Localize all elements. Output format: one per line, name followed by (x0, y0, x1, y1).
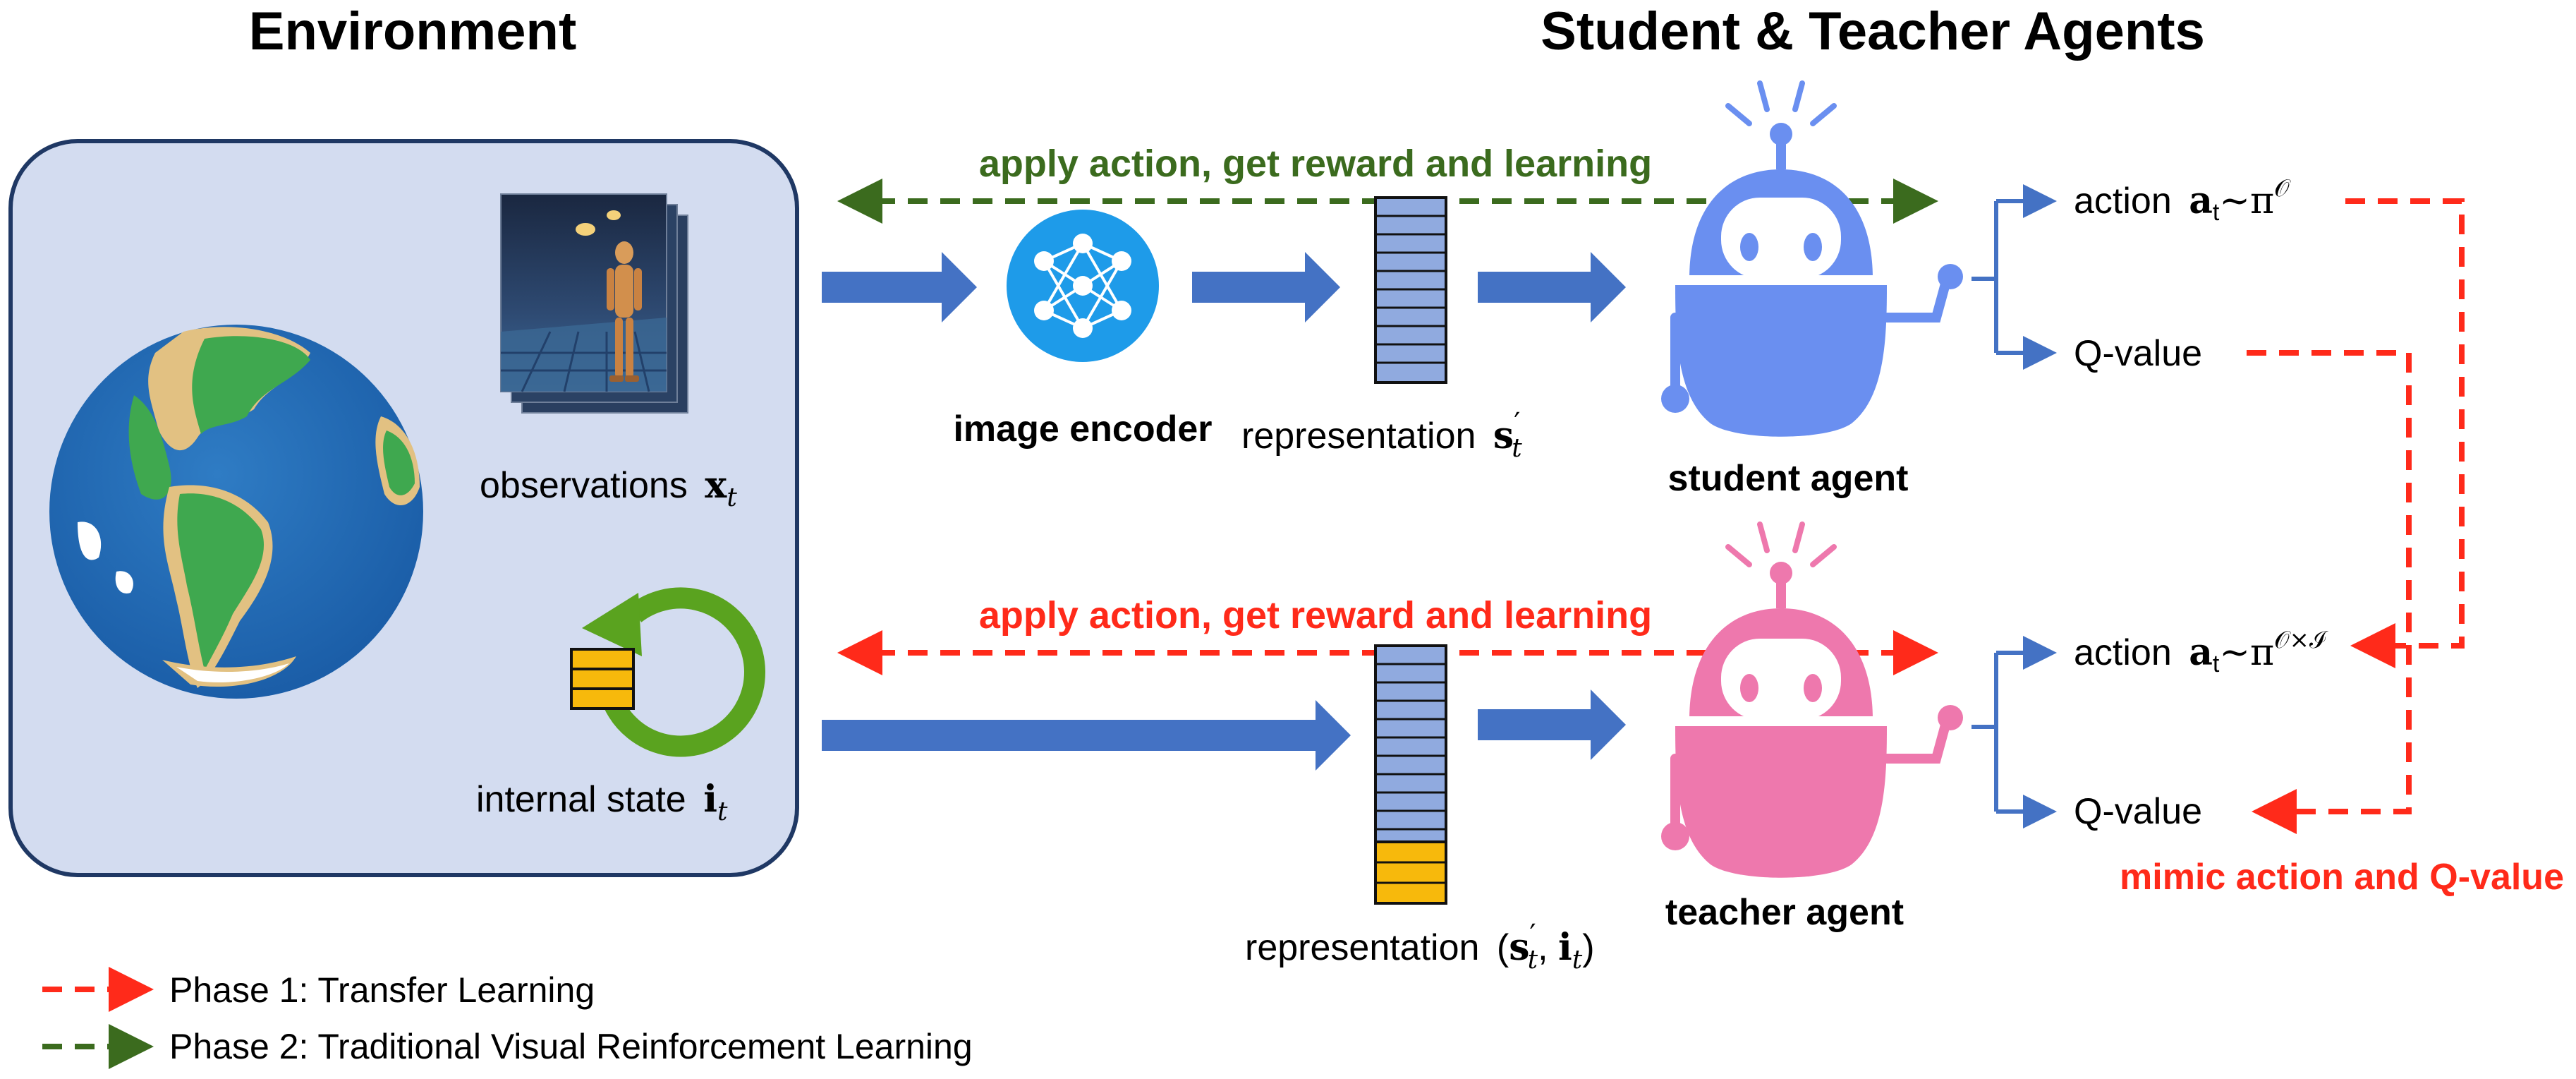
student-repr-label: representation s′t (1241, 407, 1522, 463)
legend-phase2-label: Phase 2: Traditional Visual Reinforcemen… (169, 1027, 973, 1066)
student-robot-icon (1661, 80, 1963, 437)
observation-frames (500, 193, 688, 414)
earth-globe-icon (49, 325, 423, 699)
environment-title: Environment (249, 1, 577, 61)
teacher-representation-vector (1374, 644, 1447, 905)
observations-label: observations xt (480, 464, 737, 512)
student-feedback-label: apply action, get reward and learning (979, 143, 1652, 185)
mimic-action-arrow (2345, 198, 2465, 668)
agents-title: Student & Teacher Agents (1541, 1, 2205, 61)
student-agent-label: student agent (1668, 458, 1909, 499)
mimic-q-arrow (2247, 350, 2412, 834)
student-q-label: Q-value (2074, 333, 2202, 374)
teacher-repr-arrow (1478, 689, 1626, 760)
encoder-output-arrow (1192, 252, 1340, 323)
student-action-label: action at~π𝒪 (2074, 174, 2291, 226)
teacher-q-label: Q-value (2074, 791, 2202, 832)
encoder-label: image encoder (953, 409, 1212, 450)
teacher-robot-icon (1661, 522, 1963, 878)
neural-network-icon (1007, 210, 1159, 362)
teacher-agent-label: teacher agent (1665, 892, 1904, 933)
teacher-feedback-label: apply action, get reward and learning (979, 594, 1652, 637)
student-representation-vector (1374, 196, 1447, 384)
student-input-arrow (822, 252, 977, 323)
student-output-branches (1972, 184, 2057, 370)
teacher-output-branches (1972, 636, 2057, 828)
humanoid-figure (607, 241, 642, 382)
teacher-repr-label: representation (s′t, it) (1245, 919, 1595, 975)
legend-phase1-label: Phase 1: Transfer Learning (169, 970, 595, 1010)
mimic-label: mimic action and Q-value (2120, 857, 2564, 898)
internal-state-stack (570, 648, 635, 710)
teacher-action-label: action at~π𝒪×ℐ (2074, 626, 2328, 677)
teacher-input-arrow (822, 700, 1351, 771)
internal-state-label: internal state it (476, 778, 728, 826)
refresh-cycle-icon (582, 587, 765, 757)
student-repr-arrow (1478, 252, 1626, 323)
